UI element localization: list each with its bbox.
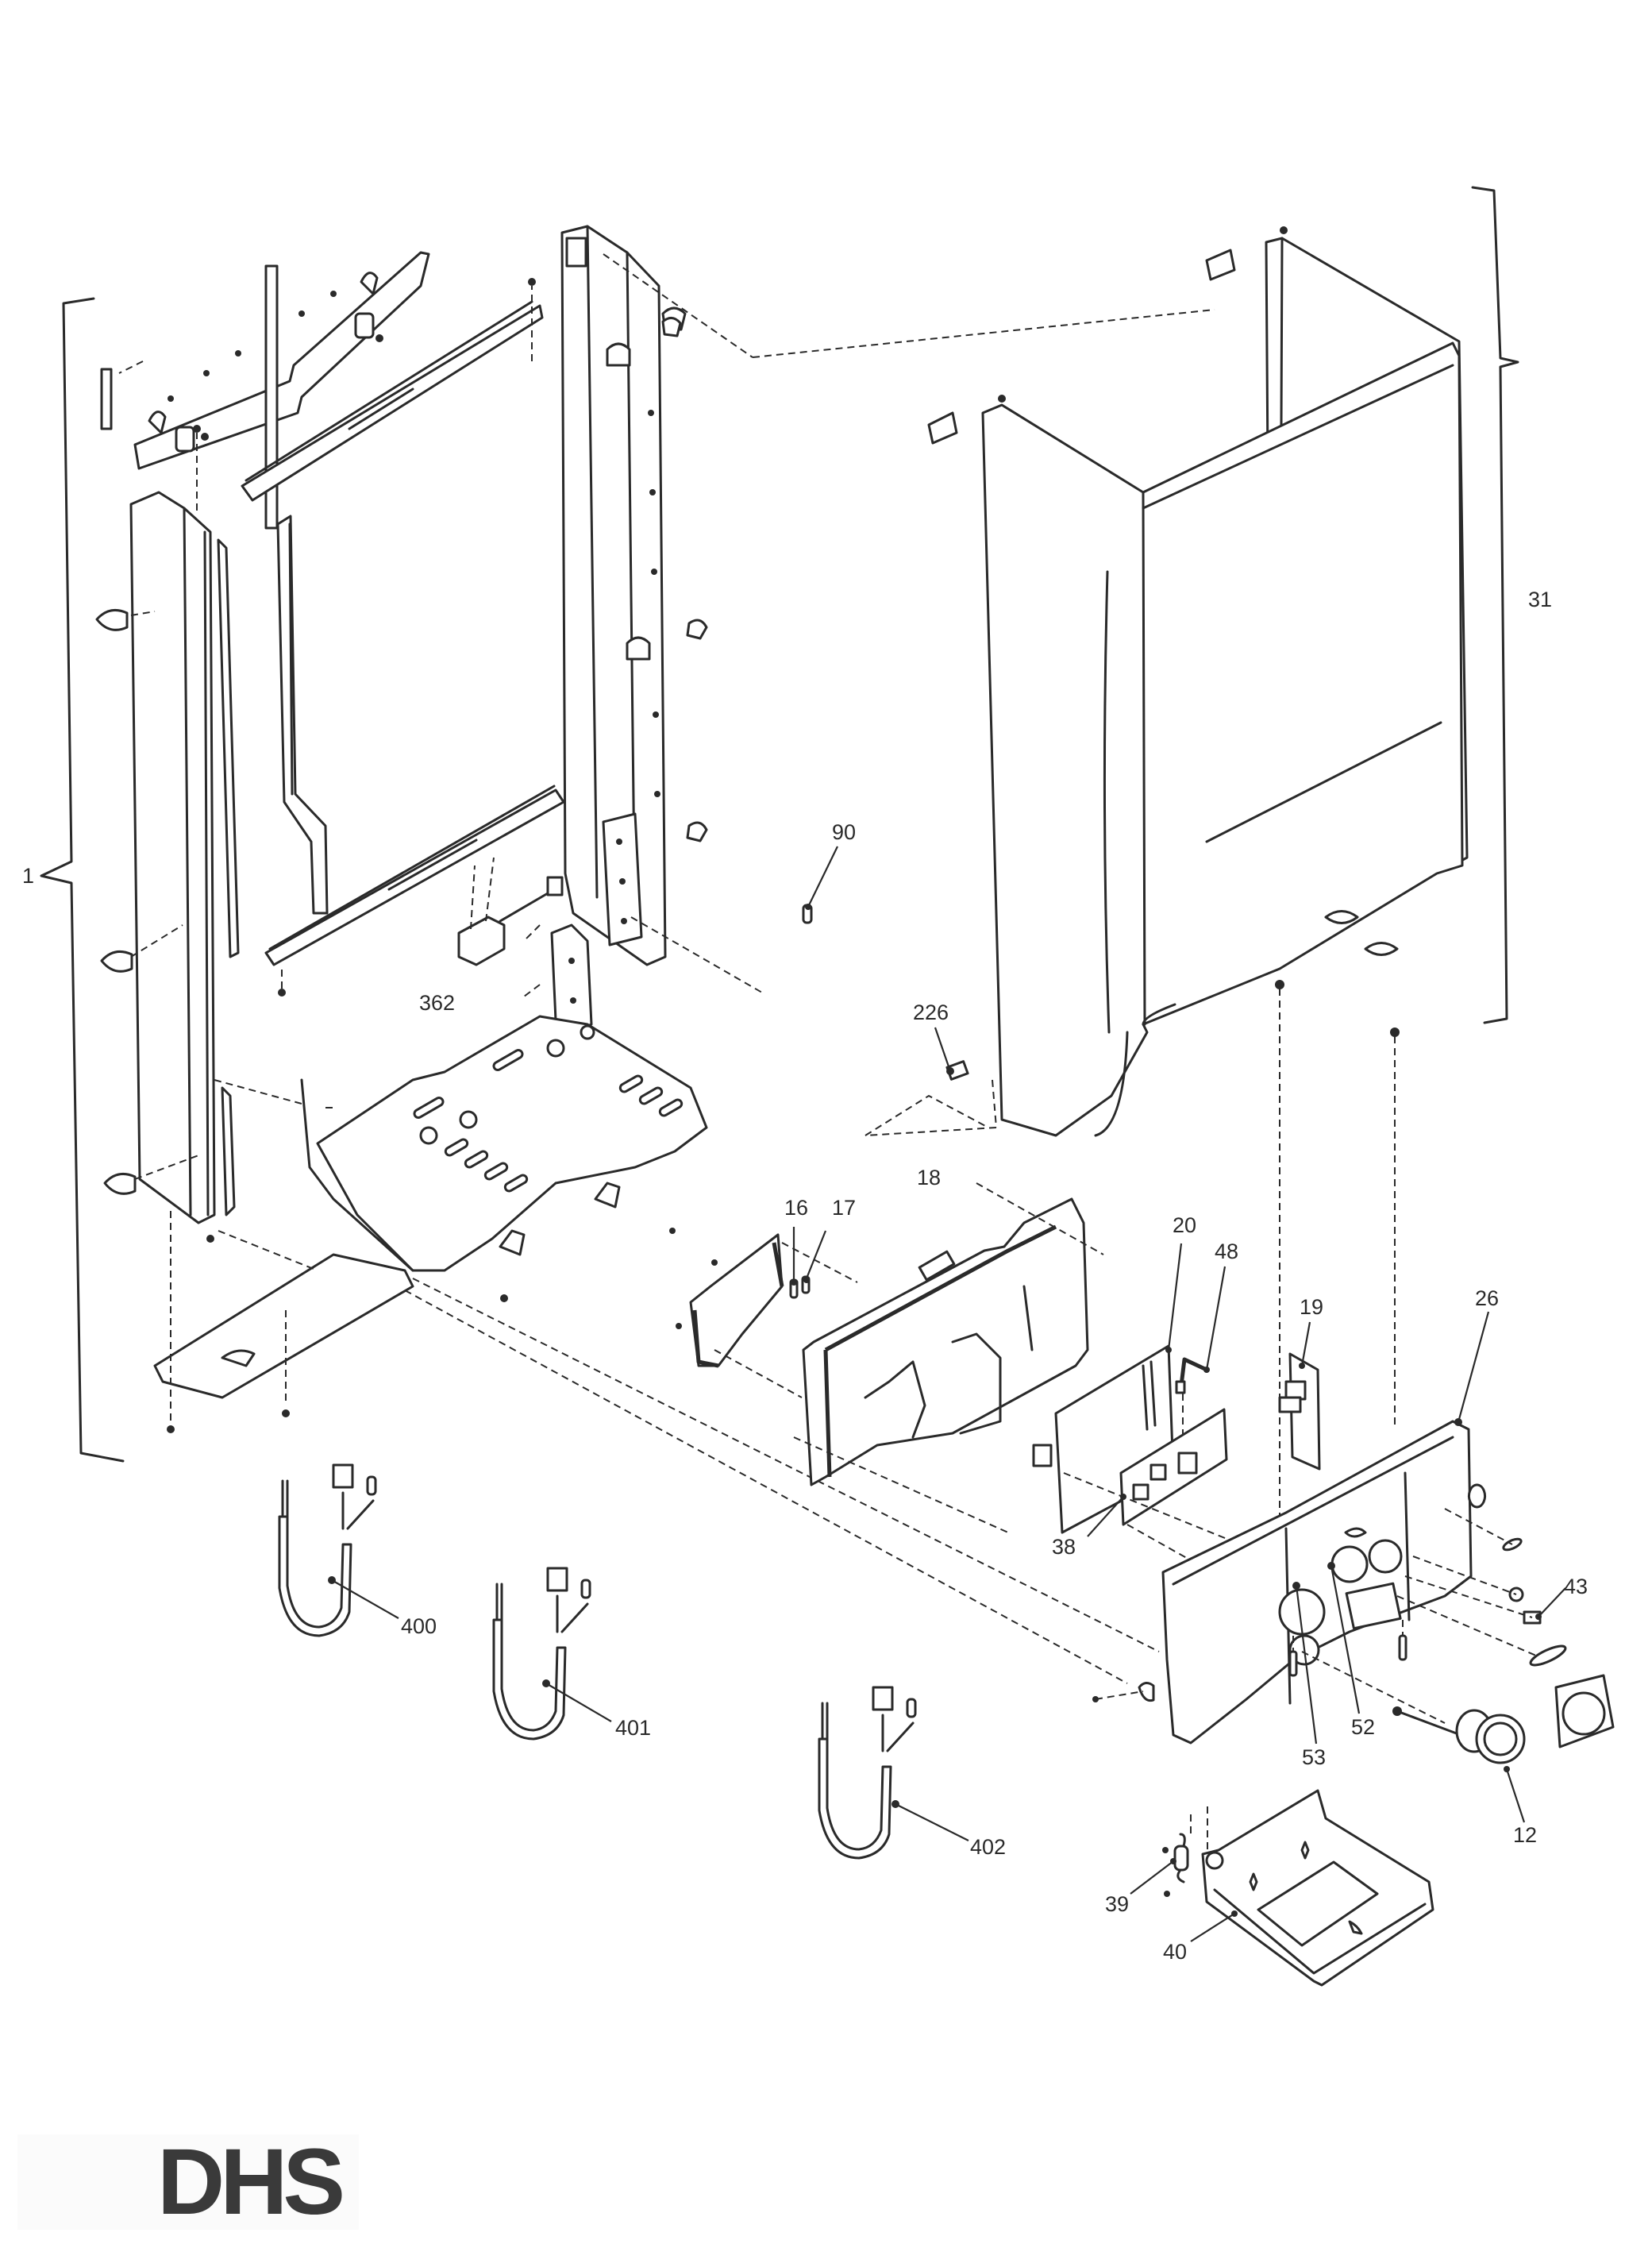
dhs-logo: DHS <box>17 2134 359 2230</box>
upper-crossbar <box>193 278 544 511</box>
lead-48 <box>1175 1266 1226 1437</box>
callout-48: 48 <box>1215 1240 1239 1263</box>
wall-bracket-plate <box>118 251 430 470</box>
clip-226 <box>865 1027 989 1136</box>
callout-43: 43 <box>1564 1575 1588 1598</box>
callout-402: 402 <box>970 1835 1007 1859</box>
callout-18: 18 <box>917 1166 942 1189</box>
spring-39 <box>1130 1806 1208 1897</box>
callout-20: 20 <box>1173 1213 1197 1237</box>
callout-226: 226 <box>913 1000 949 1024</box>
group-bracket-1 <box>40 297 125 1463</box>
callout-39: 39 <box>1105 1892 1130 1916</box>
callout-38: 38 <box>1052 1535 1076 1559</box>
harness-402 <box>818 1686 969 1860</box>
inner-frame <box>276 515 329 915</box>
callout-12: 12 <box>1513 1823 1538 1847</box>
control-fascia-26 <box>1092 1311 1490 1745</box>
mounting-bracket <box>669 1227 858 1398</box>
callout-17: 17 <box>832 1196 857 1220</box>
pin-90 <box>802 846 838 924</box>
callout-16: 16 <box>784 1196 809 1220</box>
callout-31: 31 <box>1528 588 1553 611</box>
bottom-rail <box>153 1211 1160 1684</box>
tray-slots <box>413 1049 684 1193</box>
pressure-gauge-12 <box>1301 1651 1615 1823</box>
callout-53: 53 <box>1302 1745 1327 1769</box>
callout-26: 26 <box>1475 1286 1500 1310</box>
pcb-19 <box>1278 1321 1321 1471</box>
connector-block-362 <box>457 857 564 966</box>
fascia-parts-53-52 <box>1288 1562 1407 1745</box>
callout-52: 52 <box>1351 1715 1376 1739</box>
callout-400: 400 <box>401 1614 437 1638</box>
harness-400 <box>278 1463 399 1637</box>
chassis-clips <box>661 317 708 842</box>
callout-362: 362 <box>419 991 456 1015</box>
hinge-bracket <box>523 916 763 1034</box>
lower-right-bracket <box>602 812 643 947</box>
base-tray <box>214 1015 708 1272</box>
callout-90: 90 <box>832 820 857 844</box>
fascia-flap-40 <box>1190 1789 1434 1987</box>
callout-401: 401 <box>615 1716 652 1740</box>
control-box-18 <box>793 1182 1104 1533</box>
logo-text: DHS <box>157 2130 345 2234</box>
group-bracket-31 <box>1471 186 1519 1024</box>
lower-crossbar <box>264 785 565 997</box>
knob-43-and-caps <box>1396 1483 1567 1667</box>
harness-401 <box>492 1567 612 1741</box>
left-side-panel <box>95 491 240 1224</box>
callout-1: 1 <box>22 864 35 888</box>
callout-19: 19 <box>1300 1295 1324 1319</box>
callout-40: 40 <box>1163 1940 1188 1964</box>
outer-casing-31 <box>865 226 1469 1521</box>
